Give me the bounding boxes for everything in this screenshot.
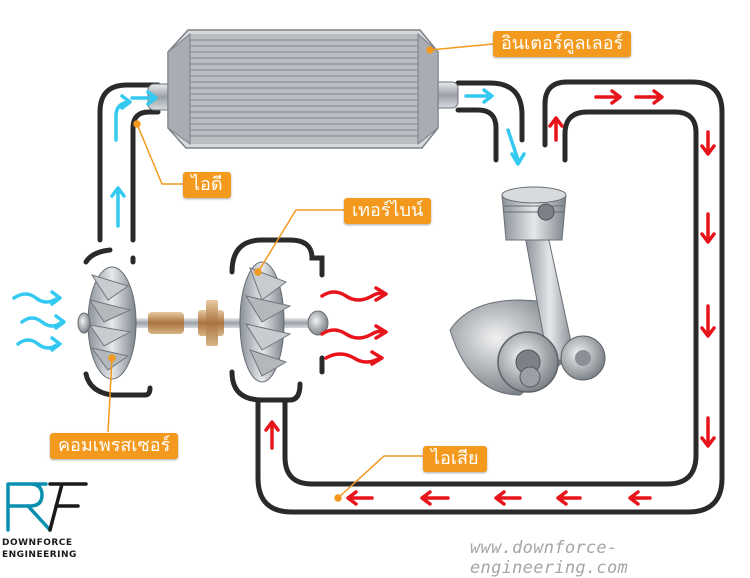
website-url: www.downforce-engineering.com	[470, 538, 629, 578]
label-leader-lines	[107, 43, 494, 502]
logo-text-line1: DOWNFORCE	[2, 538, 73, 548]
logo-text-line2: ENGINEERING	[2, 550, 77, 560]
exhaust-manifold-pipe	[255, 79, 725, 515]
intake-air-arrows	[12, 88, 526, 352]
turbine-housing	[229, 237, 325, 408]
exhaust-label: ไอเสีย	[423, 446, 487, 472]
intercooler	[147, 29, 459, 149]
turbo-system-diagram	[12, 29, 725, 515]
intake-pipe-left	[97, 82, 161, 243]
turbocharger-rotor	[77, 261, 329, 383]
intercooler-label: อินเตอร์คูลเลอร์	[493, 31, 632, 57]
compressor-label: คอมเพรสเซอร์	[50, 433, 179, 459]
logo-mark-icon	[6, 482, 88, 532]
compressor-housing	[83, 247, 153, 398]
turbine-wheel	[239, 261, 292, 383]
intake-pipe-right	[455, 80, 525, 163]
compressor-wheel	[77, 266, 137, 380]
exhaust-gas-arrows	[264, 89, 716, 506]
turbine-label: เทอร์ไบน์	[344, 198, 432, 224]
downforce-logo: DOWNFORCE ENGINEERING	[0, 478, 92, 563]
piston-crankshaft	[449, 186, 606, 396]
intake-label: ไอดี	[183, 172, 231, 198]
intercooler-fins	[190, 39, 418, 137]
